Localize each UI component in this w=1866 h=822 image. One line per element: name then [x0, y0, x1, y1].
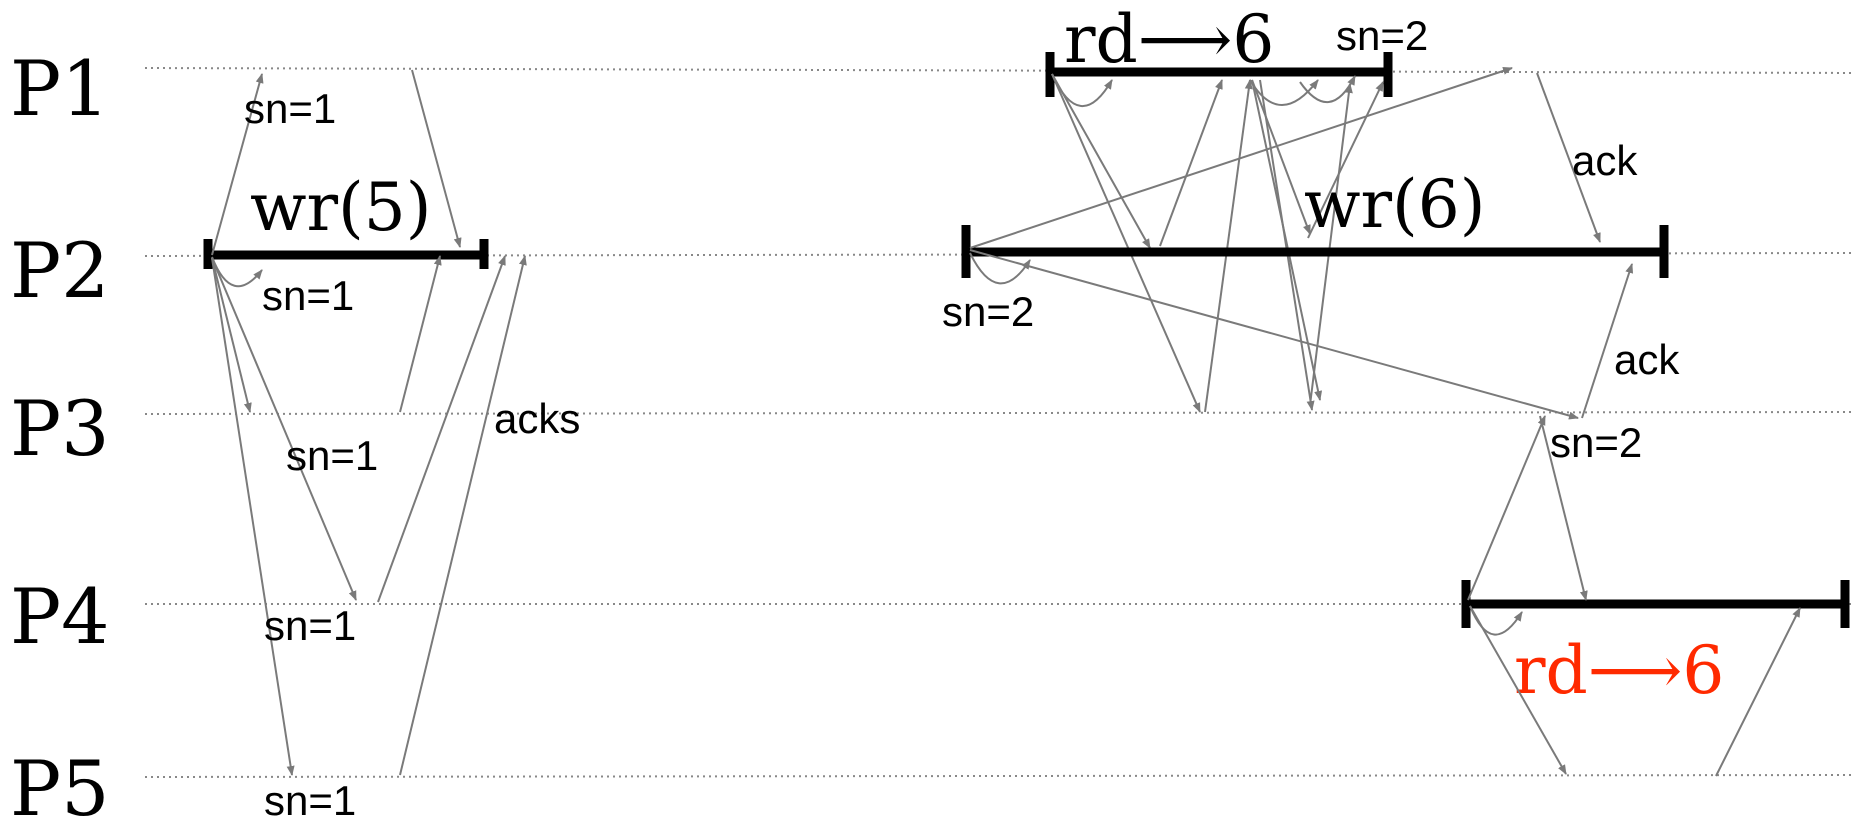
msg-p3-to-p2-ack-2	[1581, 263, 1634, 419]
msg-p1-to-p3-c	[1259, 79, 1315, 411]
write6-messages	[969, 67, 1634, 420]
timeline-p1	[144, 67, 1856, 74]
write6-label: wr(6)	[1304, 166, 1486, 243]
msg-p3-to-p2-ack	[399, 255, 442, 413]
msg-p4-to-p3	[1467, 415, 1546, 601]
write5-label: wr(5)	[250, 169, 432, 246]
msg-p4-to-p2-ack	[377, 255, 506, 603]
msg-p5-to-p4	[1715, 607, 1801, 777]
label-p3-sn1: sn=1	[286, 432, 378, 479]
label-ack-p1: ack	[1572, 137, 1638, 184]
timeline-p5	[144, 774, 1856, 778]
read-p1-operation: rd⟶6	[1045, 1, 1393, 97]
msg-p1-to-p2-ack	[1536, 72, 1601, 243]
write5-operation: wr(5)	[203, 169, 489, 269]
msg-p2-to-p1-reply-2	[1307, 81, 1384, 239]
label-p2-sn2: sn=2	[942, 288, 1034, 335]
label-p5-sn1: sn=1	[264, 777, 356, 822]
msg-p2-to-p4	[211, 257, 357, 601]
msg-p2-to-p3-sn2	[969, 249, 1579, 420]
msg-p2-to-p1-reply	[1159, 79, 1223, 247]
label-p1-sn1: sn=1	[244, 85, 336, 132]
msg-p1-to-p2-ack	[411, 69, 462, 248]
label-p4-sn1: sn=1	[264, 602, 356, 649]
msg-p3-to-p1-reply-2	[1309, 83, 1353, 406]
msg-p4-to-p5	[1469, 605, 1567, 775]
process-label-p2: P2	[10, 226, 110, 315]
msg-p2-to-p5	[211, 257, 295, 776]
msg-p3-to-p1-reply-1	[1204, 79, 1253, 413]
msg-p1-to-p3	[1051, 73, 1201, 413]
process-label-p3: P3	[10, 384, 110, 473]
msg-p1-to-p2-b	[1251, 79, 1311, 235]
msg-p3-to-p4	[1539, 415, 1588, 601]
msg-p5-to-p2-ack	[399, 255, 527, 776]
label-acks: acks	[494, 395, 580, 442]
read-p4-label: rd⟶6	[1514, 632, 1724, 709]
label-p3-sn2: sn=2	[1550, 419, 1642, 466]
msg-p1-to-p2	[1051, 73, 1151, 249]
msg-p1-self-3	[1299, 75, 1356, 103]
label-ack-p3: ack	[1614, 336, 1680, 383]
msg-p2-self-sn2	[969, 252, 1031, 285]
process-label-p5: P5	[10, 744, 110, 822]
read-p1-label: rd⟶6	[1064, 1, 1274, 78]
write6-operation: wr(6)	[961, 166, 1669, 278]
msg-p2-to-p1-sn2	[969, 67, 1513, 249]
read-p4-messages	[1467, 415, 1801, 777]
process-label-p1: P1	[10, 44, 110, 133]
label-p2-sn1: sn=1	[262, 272, 354, 319]
label-p1-sn2: sn=2	[1336, 12, 1428, 59]
msg-p2-self	[211, 256, 263, 288]
process-label-p4: P4	[10, 572, 110, 661]
read-p4-operation: rd⟶6	[1461, 580, 1850, 709]
timeline-p3	[144, 411, 1856, 415]
write5-messages	[211, 69, 527, 776]
msg-p2-to-p3	[211, 257, 252, 413]
msg-p2-to-p1	[211, 73, 264, 256]
read-p1-messages	[1051, 73, 1384, 413]
